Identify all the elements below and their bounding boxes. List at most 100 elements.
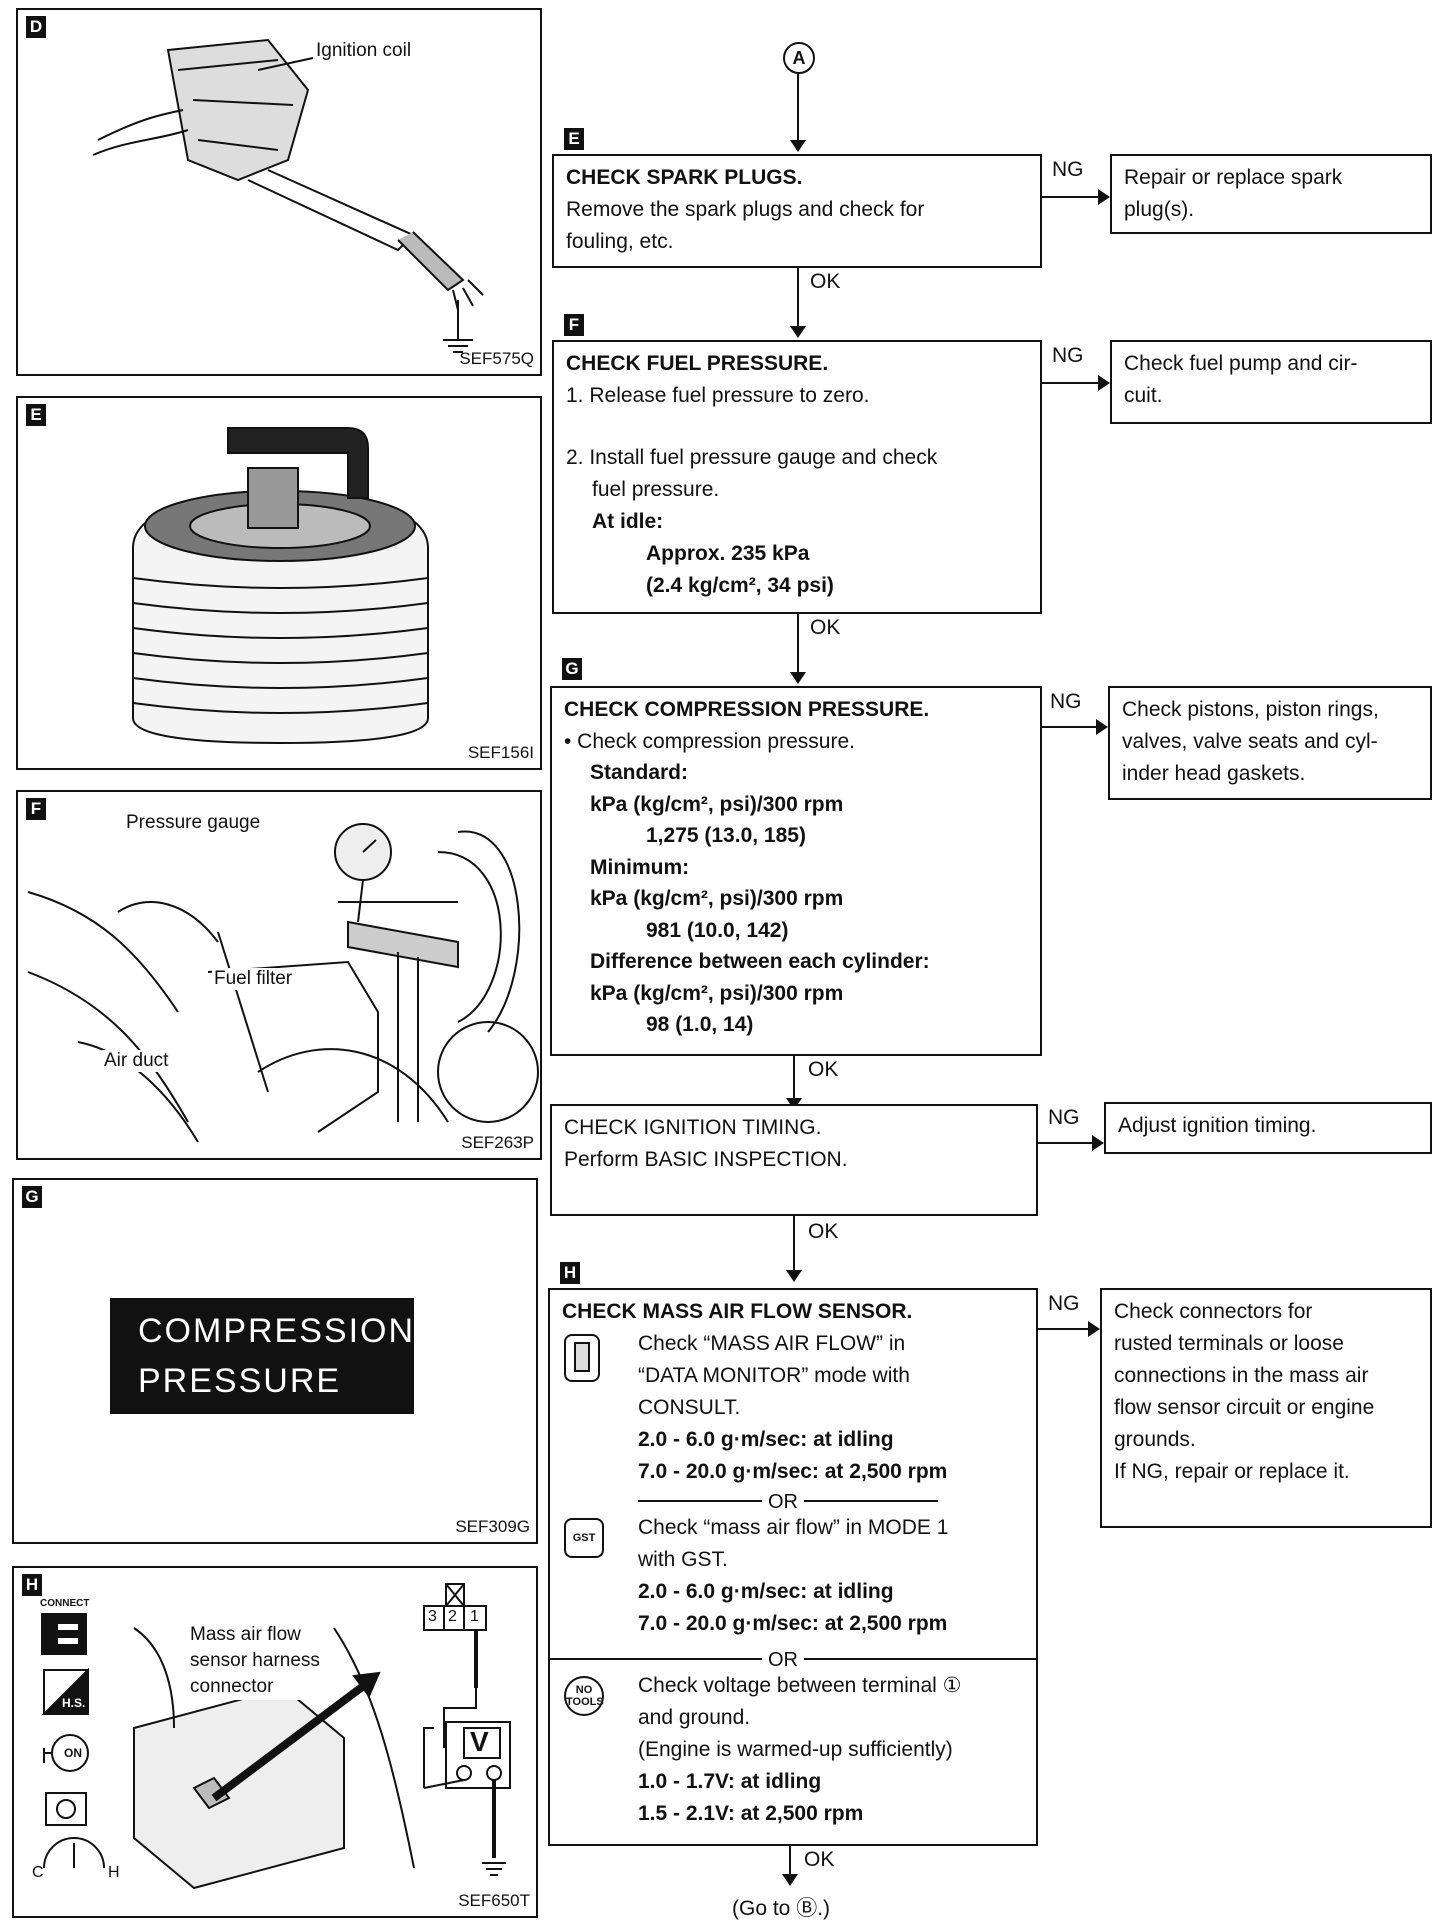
ng-text: Adjust ignition timing. [1118,1114,1317,1137]
start-marker: A [783,42,815,74]
step-value: Approx. 235 kPa [646,542,810,565]
ng-text: flow sensor circuit or engine [1114,1396,1375,1419]
option-text: Check voltage between terminal ① [638,1674,962,1697]
ng-text: Check fuel pump and cir- [1124,352,1358,375]
connector-line [797,74,799,142]
ng-text: cuit. [1124,384,1163,407]
fuel-filter-label: Fuel filter [212,968,295,990]
pressure-gauge-label: Pressure gauge [124,812,263,834]
figure-code: SEF263P [461,1133,534,1152]
ng-result-box: Adjust ignition timing. [1104,1102,1432,1154]
ng-text: valves, valve seats and cyl- [1122,730,1378,753]
option-value: 7.0 - 20.0 g·m/sec: at 2,500 rpm [638,1460,948,1483]
figure-d-ignition-coil: D Ignition coil SEF575Q [16,8,542,376]
step-text: Remove the spark plugs and check for [566,198,925,221]
ignition-coil-illustration [92,38,484,353]
harness-line: sensor harness [190,1650,320,1671]
step-title: CHECK SPARK PLUGS. [566,166,803,189]
air-duct-label: Air duct [102,1050,171,1072]
figure-code: SEF575Q [459,349,534,368]
step-title: CHECK FUEL PRESSURE. [566,352,829,375]
ok-label: OK [804,1848,835,1871]
option-value: 7.0 - 20.0 g·m/sec: at 2,500 rpm [638,1612,948,1635]
ignition-coil-label: Ignition coil [314,40,414,62]
ng-label: NG [1050,690,1082,713]
ng-text: grounds. [1114,1428,1196,1451]
step-text: Difference between each cylinder: [590,950,930,973]
figure-letter: D [26,16,46,38]
arrow-head [1096,719,1108,735]
step-title: CHECK MASS AIR FLOW SENSOR. [562,1300,913,1323]
ng-label: NG [1052,344,1084,367]
gst-icon: GST [564,1518,604,1558]
arrow-head [790,672,806,684]
connector-line [789,1846,791,1876]
compression-pressure-banner: COMPRESSION PRESSURE [110,1298,414,1414]
ng-line [1042,726,1100,728]
figure-letter: F [26,798,46,820]
figure-code: SEF156I [467,743,534,762]
step-text: 1. Release fuel pressure to zero. [566,384,870,407]
ng-result-box: Repair or replace spark plug(s). [1110,154,1432,234]
ng-result-box: Check connectors for rusted terminals or… [1100,1288,1432,1528]
option-value: 2.0 - 6.0 g·m/sec: at idling [638,1580,894,1603]
ng-result-box: Check fuel pump and cir- cuit. [1110,340,1432,424]
ng-text: If NG, repair or replace it. [1114,1460,1350,1483]
step-check-fuel-pressure: CHECK FUEL PRESSURE. 1. Release fuel pre… [552,340,1042,614]
step-value: (2.4 kg/cm², 34 psi) [646,574,834,597]
arrow-head [782,1874,798,1886]
figure-letter: G [22,1186,42,1208]
ok-label: OK [810,616,841,639]
step-text: 2. Install fuel pressure gauge and check [566,446,938,469]
ok-label: OK [808,1220,839,1243]
connector-line [797,614,799,674]
banner-line: COMPRESSION [138,1312,416,1350]
voltmeter-label: V [470,1726,489,1757]
step-text: • Check compression pressure. [564,729,855,753]
ng-text: connections in the mass air [1114,1364,1369,1387]
option-value: 1.5 - 2.1V: at 2,500 rpm [638,1802,864,1825]
figure-code: SEF309G [455,1517,530,1536]
step-text: fouling, etc. [566,230,674,253]
ng-label: NG [1048,1292,1080,1315]
step-text: Perform BASIC INSPECTION. [564,1148,848,1171]
connector-line [793,1216,795,1272]
step-letter: E [564,128,584,150]
consult-screen [574,1342,590,1372]
step-text: fuel pressure. [592,478,720,501]
option-text: (Engine is warmed-up sufficiently) [638,1738,953,1761]
ng-text: Repair or replace spark [1124,166,1343,189]
consult-icon [564,1334,600,1382]
step-title: CHECK COMPRESSION PRESSURE. [564,698,930,721]
step-title: CHECK IGNITION TIMING. [564,1116,822,1139]
step-text: kPa (kg/cm², psi)/300 rpm [590,981,844,1005]
option-gst: Check “mass air flow” in MODE 1 with GST… [638,1512,948,1640]
step-value: 981 (10.0, 142) [646,918,789,942]
ng-text: Check pistons, piston rings, [1122,698,1379,721]
option-value: 2.0 - 6.0 g·m/sec: at idling [638,1428,894,1451]
connect-label: CONNECT [40,1598,90,1609]
arrow-head [1098,189,1110,205]
ng-line [1042,382,1102,384]
ng-result-box: Check pistons, piston rings, valves, val… [1108,686,1432,800]
step-check-ignition-timing: CHECK IGNITION TIMING. Perform BASIC INS… [550,1104,1038,1216]
arrow-head [790,140,806,152]
cold-label: C [32,1864,44,1881]
or-label: OR [762,1644,804,1676]
connector-pin-3: 3 [428,1608,437,1625]
arrow-head [1092,1135,1104,1151]
step-letter: F [564,314,584,336]
banner-line: PRESSURE [138,1362,342,1400]
harness-line: Mass air flow [190,1624,301,1645]
or-label: OR [762,1486,804,1518]
fuel-pressure-illustration [27,823,539,1143]
step-value: 98 (1.0, 14) [646,1013,754,1036]
arrow-head [786,1270,802,1282]
harness-line: connector [190,1676,274,1697]
hot-label: H [108,1864,120,1881]
step-value: 1,275 (13.0, 185) [646,824,806,847]
ok-label: OK [810,270,841,293]
figure-code: SEF650T [458,1891,530,1910]
arrow-head [1088,1321,1100,1337]
ok-label: OK [808,1058,839,1081]
